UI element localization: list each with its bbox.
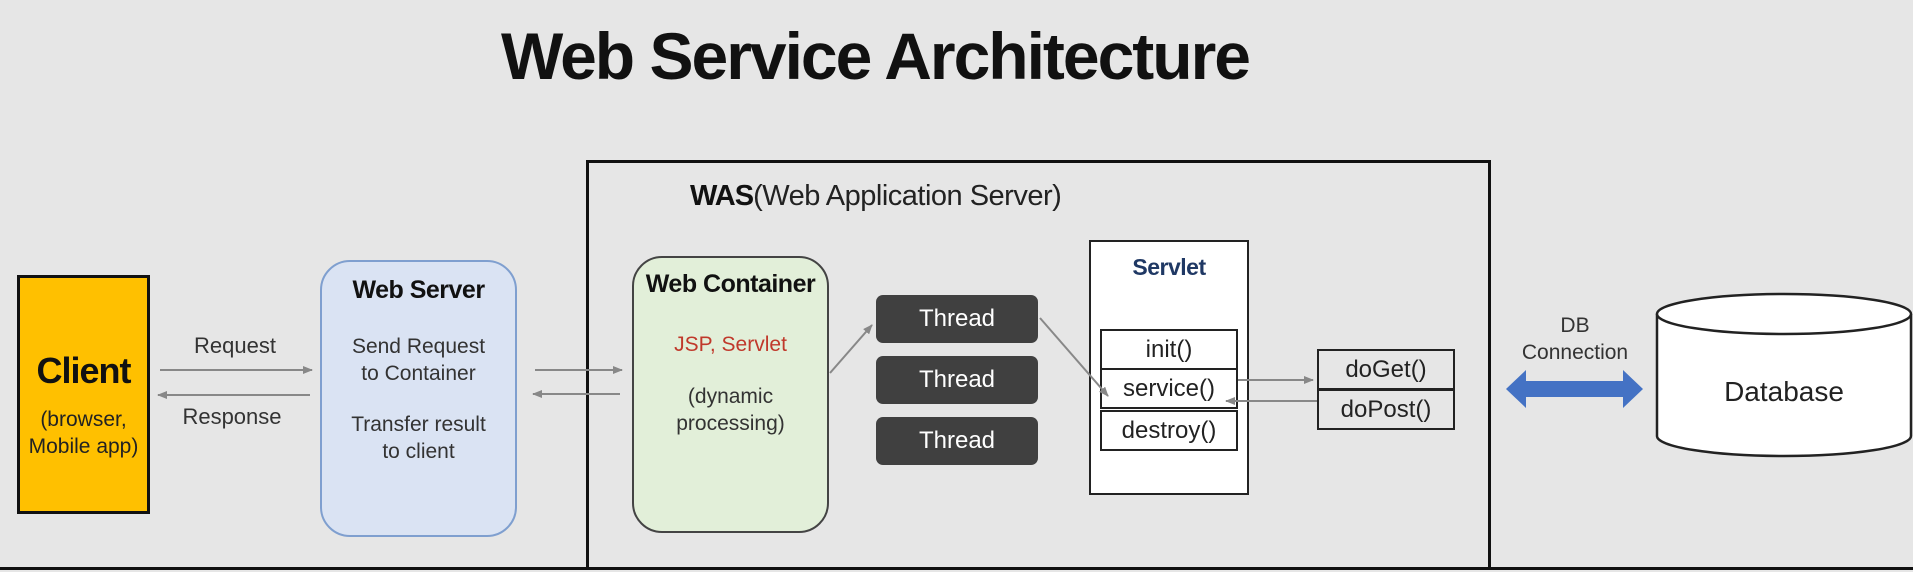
web-container-label: Web Container bbox=[645, 270, 816, 298]
web-server-line-2: to Container bbox=[361, 362, 476, 385]
bottom-border bbox=[0, 567, 1913, 570]
db-connection-line-2: Connection bbox=[1521, 341, 1629, 364]
web-container-tech: JSP, Servlet bbox=[674, 333, 787, 356]
container-thread-arrow bbox=[829, 324, 873, 374]
web-server-line-3: Transfer result bbox=[351, 413, 486, 436]
db-connection-label: DB Connection bbox=[1500, 312, 1650, 366]
was-title: WAS(Web Application Server) bbox=[690, 180, 1062, 213]
thread-box-3: Thread bbox=[876, 417, 1038, 465]
servlet-method-destroy: destroy() bbox=[1100, 410, 1238, 451]
client-box: Client (browser, Mobile app) bbox=[17, 275, 150, 514]
servlet-method-init: init() bbox=[1100, 329, 1238, 370]
web-container-box: Web Container JSP, Servlet (dynamic proc… bbox=[632, 256, 829, 533]
thread-box-2: Thread bbox=[876, 356, 1038, 404]
web-container-line-1: (dynamic bbox=[687, 385, 774, 408]
client-sub-1: (browser, bbox=[40, 408, 127, 431]
thread-box-1: Thread bbox=[876, 295, 1038, 343]
handler-dopost: doPost() bbox=[1317, 389, 1455, 430]
was-abbr: WAS bbox=[690, 180, 754, 212]
servlet-method-service: service() bbox=[1100, 368, 1238, 409]
db-connection-arrow bbox=[1506, 370, 1643, 408]
web-server-line-4: to client bbox=[382, 440, 455, 463]
database-cylinder-icon bbox=[1655, 292, 1913, 458]
thread-service-arrow bbox=[1039, 317, 1109, 397]
was-full: (Web Application Server) bbox=[753, 180, 1062, 212]
request-label: Request bbox=[194, 333, 276, 358]
client-label: Client bbox=[36, 350, 131, 391]
page-title: Web Service Architecture bbox=[501, 19, 1251, 93]
web-server-box: Web Server Send Request to Container Tra… bbox=[320, 260, 517, 537]
response-label: Response bbox=[182, 404, 282, 429]
web-server-label: Web Server bbox=[352, 276, 485, 304]
servlet-label: Servlet bbox=[1132, 254, 1206, 280]
client-sub-2: Mobile app) bbox=[28, 435, 139, 458]
db-connection-line-1: DB bbox=[1560, 314, 1590, 337]
database-label: Database bbox=[1724, 376, 1844, 407]
web-server-line-1: Send Request bbox=[351, 335, 486, 358]
web-container-line-2: processing) bbox=[676, 412, 785, 435]
